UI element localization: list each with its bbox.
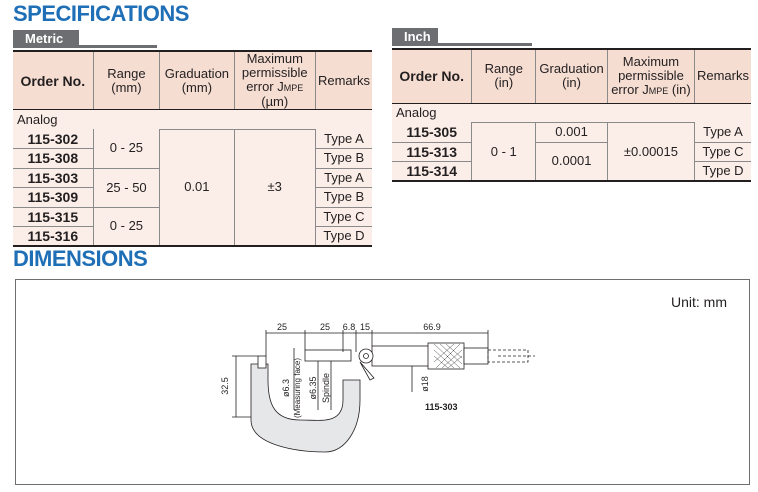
remarks-cell: Type A (315, 168, 372, 188)
header-remarks: Remarks (315, 50, 372, 110)
dimensions-drawing-frame (15, 279, 750, 485)
model-label: 115-303 (425, 402, 458, 412)
range-cell: 0 - 1 (471, 122, 537, 182)
range-cell: 25 - 50 (93, 168, 161, 208)
inch-tab-line (392, 43, 532, 46)
error-cell: ±0.00015 (607, 122, 695, 182)
graduation-cell: 0.01 (159, 128, 235, 247)
dim-dia-6-3: ø6.3 (281, 379, 291, 397)
dim-66-9: 66.9 (423, 322, 441, 332)
header-range: Range(mm) (93, 50, 161, 110)
header-range: Range(in) (471, 48, 537, 104)
graduation-cell: 0.001 (535, 122, 608, 143)
dim-dia-18: ø18 (420, 376, 430, 392)
header-order-no: Order No. (392, 48, 473, 104)
header-order-no: Order No. (13, 50, 94, 110)
ratchet (463, 347, 489, 365)
remarks-cell: Type C (315, 207, 372, 227)
order-no-cell: 115-302 (13, 129, 94, 149)
measuring-face-label: (Measuring face) (293, 358, 302, 418)
remarks-cell: Type C (694, 142, 751, 162)
order-no-cell: 115-303 (13, 168, 94, 188)
order-no-cell: 115-305 (392, 122, 473, 143)
inch-tab-label: Inch (392, 28, 438, 46)
remarks-cell: Type D (694, 161, 751, 182)
anvil (257, 355, 267, 369)
header-graduation: Graduation(mm) (159, 50, 235, 110)
metric-tab-line (13, 45, 157, 48)
header-remarks: Remarks (694, 48, 751, 104)
dim-32-5: 32.5 (220, 377, 230, 395)
dim-dia-6-35: ø6.35 (308, 376, 318, 399)
dim-15: 15 (360, 322, 370, 332)
remarks-cell: Type A (694, 122, 751, 143)
header-graduation: Graduation(in) (535, 48, 608, 104)
metric-spec-table: Order No. Range(mm) Graduation(mm) Maxim… (13, 50, 372, 247)
range-cell: 0 - 25 (93, 129, 161, 169)
order-no-cell: 115-308 (13, 148, 94, 169)
unit-label: Unit: mm (671, 294, 727, 310)
order-no-cell: 115-316 (13, 226, 94, 247)
sleeve (371, 345, 435, 367)
thimble (427, 342, 465, 370)
clamp-knob (358, 348, 374, 364)
order-no-cell: 115-315 (13, 207, 94, 227)
order-no-cell: 115-313 (392, 142, 473, 162)
order-no-cell: 115-309 (13, 187, 94, 208)
remarks-cell: Type B (315, 148, 372, 169)
order-no-cell: 115-314 (392, 161, 473, 182)
graduation-cell: 0.0001 (535, 142, 608, 182)
group-label: Analog (392, 103, 472, 123)
remarks-cell: Type B (315, 187, 372, 208)
remarks-cell: Type A (315, 129, 372, 149)
specifications-title: SPECIFICATIONS (13, 1, 189, 26)
dim-25a: 25 (277, 322, 287, 332)
group-label: Analog (13, 109, 94, 129)
spindle (304, 349, 352, 362)
metric-tab-label: Metric (13, 30, 79, 48)
range-cell: 0 - 25 (93, 207, 161, 247)
micrometer-frame (250, 363, 361, 453)
spindle-label: Spindle (321, 373, 331, 403)
dim-25b: 25 (320, 322, 330, 332)
dimensions-title: DIMENSIONS (13, 246, 148, 271)
inch-spec-table: Order No. Range(in) Graduation(in) Maxim… (392, 48, 751, 182)
dim-6-8: 6.8 (343, 322, 356, 332)
error-cell: ±3 (234, 128, 316, 247)
remarks-cell: Type D (315, 226, 372, 247)
